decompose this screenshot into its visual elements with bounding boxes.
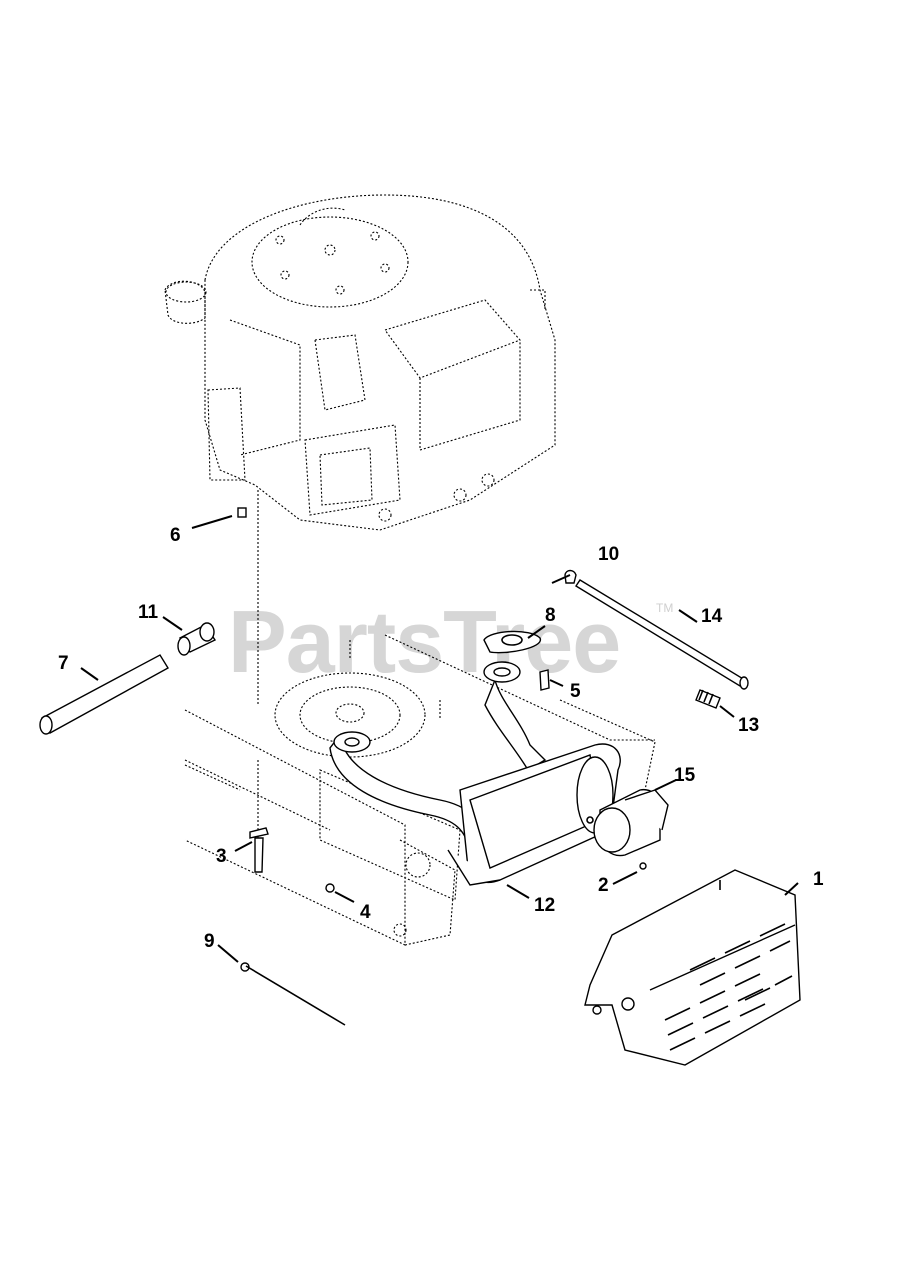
nut-4 bbox=[325, 883, 335, 893]
bolt-3 bbox=[254, 837, 264, 873]
tube-7 bbox=[39, 654, 169, 735]
heat-shield bbox=[584, 869, 801, 1066]
spring-13 bbox=[695, 689, 721, 709]
callout-15: 15 bbox=[674, 765, 696, 786]
bolt-5 bbox=[539, 669, 550, 691]
callout-4: 4 bbox=[360, 902, 371, 923]
connector-11 bbox=[177, 622, 217, 656]
callout-14: 14 bbox=[701, 606, 723, 627]
hardware bbox=[237, 507, 647, 1026]
callout-13: 13 bbox=[738, 715, 759, 736]
leader-lines bbox=[80, 515, 799, 963]
engine-drawing bbox=[164, 194, 556, 531]
nut-6 bbox=[237, 507, 247, 518]
callouts: 1 2 3 4 5 6 7 8 9 10 11 12 13 14 15 bbox=[58, 525, 824, 952]
callout-1: 1 bbox=[813, 869, 824, 890]
spark-arrestor bbox=[593, 788, 669, 857]
watermark-trademark: TM bbox=[656, 601, 673, 615]
screw-2 bbox=[639, 862, 647, 870]
callout-3: 3 bbox=[216, 846, 227, 867]
callout-10: 10 bbox=[598, 544, 619, 565]
callout-8: 8 bbox=[545, 605, 556, 626]
callout-6: 6 bbox=[170, 525, 181, 546]
gasket bbox=[483, 630, 541, 654]
rod-14 bbox=[564, 569, 749, 690]
callout-2: 2 bbox=[598, 875, 609, 896]
watermark: PartsTree TM bbox=[228, 592, 673, 691]
callout-7: 7 bbox=[58, 653, 69, 674]
watermark-text: PartsTree bbox=[228, 592, 620, 691]
frame-drawing bbox=[184, 490, 656, 946]
callout-9: 9 bbox=[204, 931, 215, 952]
callout-5: 5 bbox=[570, 681, 581, 702]
callout-11: 11 bbox=[138, 602, 159, 623]
callout-12: 12 bbox=[534, 895, 555, 916]
tie-9 bbox=[245, 965, 346, 1026]
muffler-assembly bbox=[329, 661, 621, 886]
